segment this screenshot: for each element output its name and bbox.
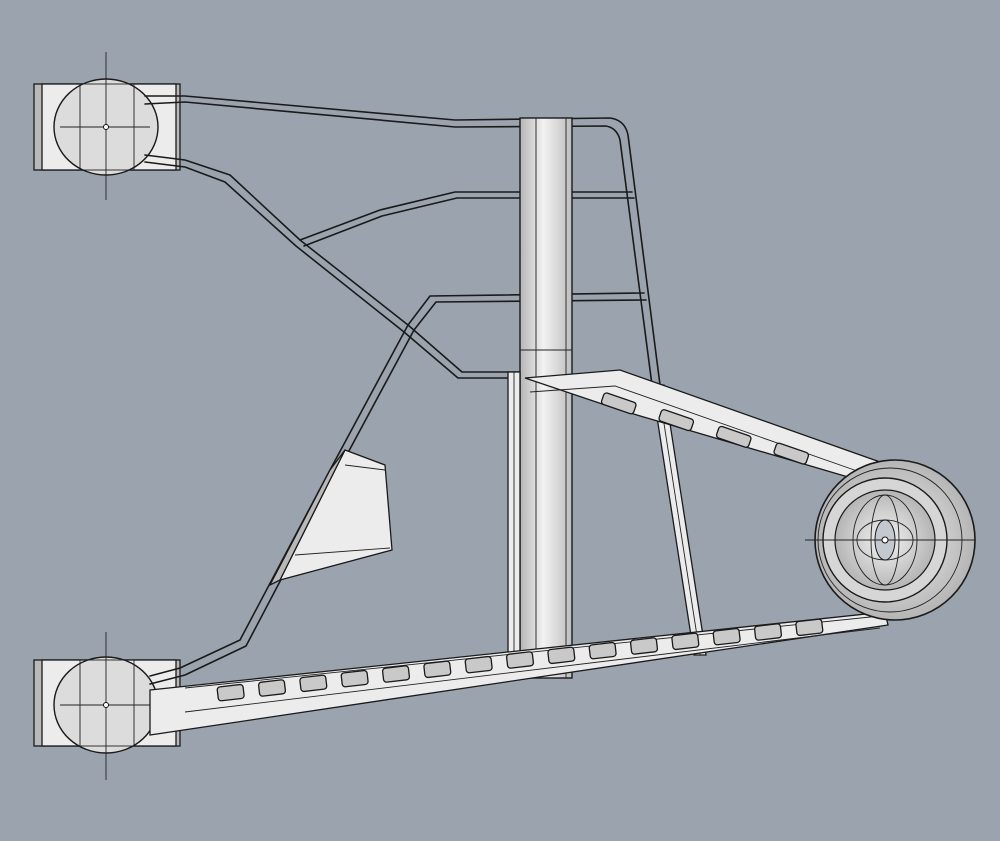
- lightening-slot: [795, 618, 824, 637]
- pivot-mount-top: [33, 52, 181, 200]
- gusset-plate: [268, 449, 393, 587]
- lightening-slot: [658, 409, 695, 432]
- lightening-slot: [773, 442, 810, 465]
- lightening-slot: [547, 646, 576, 665]
- lightening-slot: [423, 660, 452, 679]
- lightening-slot: [588, 641, 617, 660]
- vertical-strut: [507, 371, 521, 678]
- lightening-slot: [505, 651, 535, 669]
- lightening-slot: [464, 655, 493, 674]
- upper-arm: [524, 369, 882, 483]
- lightening-slot: [715, 425, 752, 448]
- lightening-slot: [671, 632, 700, 651]
- lightening-slot: [381, 665, 411, 683]
- lightening-slot: [712, 627, 741, 646]
- lightening-slot: [340, 669, 369, 688]
- vertical-tube: [519, 117, 573, 679]
- lightening-slot: [299, 674, 328, 693]
- lower-arm: [149, 611, 889, 736]
- lightening-slot: [257, 679, 287, 697]
- lightening-slot: [629, 637, 659, 655]
- wheel-hub: [805, 459, 976, 621]
- lightening-slot: [216, 683, 245, 702]
- lightening-slot: [753, 623, 783, 641]
- lightening-slot: [600, 392, 637, 415]
